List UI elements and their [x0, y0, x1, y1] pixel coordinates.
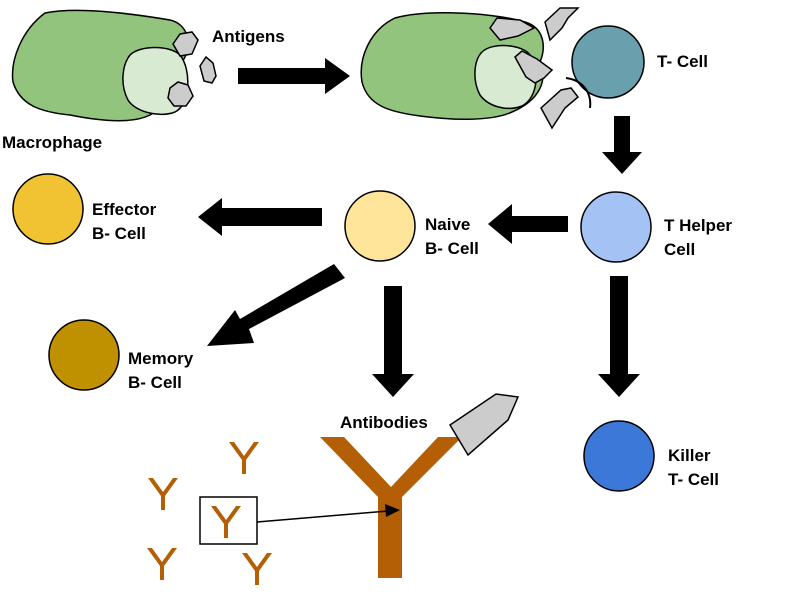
arrow-to-antibodies: [372, 286, 414, 397]
t-cell-label: T- Cell: [657, 52, 708, 71]
antigen-1: [172, 31, 199, 57]
arrow-to-effector-b-cell: [198, 198, 322, 236]
macrophage-group: [11, 9, 217, 122]
t-cell-receptor-arc: [565, 77, 592, 109]
killer-t-cell-label-line1: Killer: [668, 446, 711, 465]
t-cell: [571, 25, 645, 99]
arrow-to-killer-t-cell: [598, 276, 640, 397]
memory-b-cell-label-line1: Memory: [128, 349, 194, 368]
arrow-to-presentation: [238, 58, 350, 94]
arrow-to-t-helper: [602, 116, 642, 174]
presented-antigen-2: [514, 50, 554, 84]
floating-antigen-1: [544, 7, 580, 42]
bound-antigen: [448, 393, 520, 457]
small-antibody: [242, 553, 272, 585]
naive-b-cell-label-line2: B- Cell: [425, 239, 479, 258]
antigen-2: [199, 55, 217, 84]
macrophage-label: Macrophage: [2, 133, 102, 152]
naive-b-cell: [344, 190, 416, 262]
arrow-to-naive-b-cell: [488, 204, 568, 244]
arrow-to-memory-b-cell: [207, 264, 345, 346]
effector-b-cell: [12, 173, 84, 245]
small-antibody: [147, 548, 177, 580]
zoom-arrow-head: [385, 504, 400, 517]
killer-t-cell-label-line2: T- Cell: [668, 470, 719, 489]
t-helper-label-line1: T Helper: [664, 216, 732, 235]
killer-t-cell: [583, 420, 655, 492]
boxed-small-antibody: [211, 506, 241, 538]
antigen-3: [167, 81, 194, 107]
small-antibody: [148, 478, 178, 510]
t-helper-label-line2: Cell: [664, 240, 695, 259]
memory-b-cell-label-line2: B- Cell: [128, 373, 182, 392]
t-helper-cell: [580, 191, 652, 263]
antibodies-label: Antibodies: [340, 413, 428, 432]
floating-antigen-2: [540, 87, 580, 130]
effector-b-cell-label-line2: B- Cell: [92, 224, 146, 243]
highlight-box: [199, 496, 258, 545]
effector-b-cell-label-line1: Effector: [92, 200, 157, 219]
zoom-arrow-line: [256, 510, 389, 523]
naive-b-cell-label-line1: Naive: [425, 215, 470, 234]
presentation-group: [360, 7, 645, 130]
presented-antigen-1: [489, 17, 536, 41]
memory-b-cell: [48, 319, 120, 391]
small-antibodies: [147, 442, 272, 585]
antigens-label: Antigens: [212, 27, 285, 46]
small-antibody: [229, 442, 259, 474]
